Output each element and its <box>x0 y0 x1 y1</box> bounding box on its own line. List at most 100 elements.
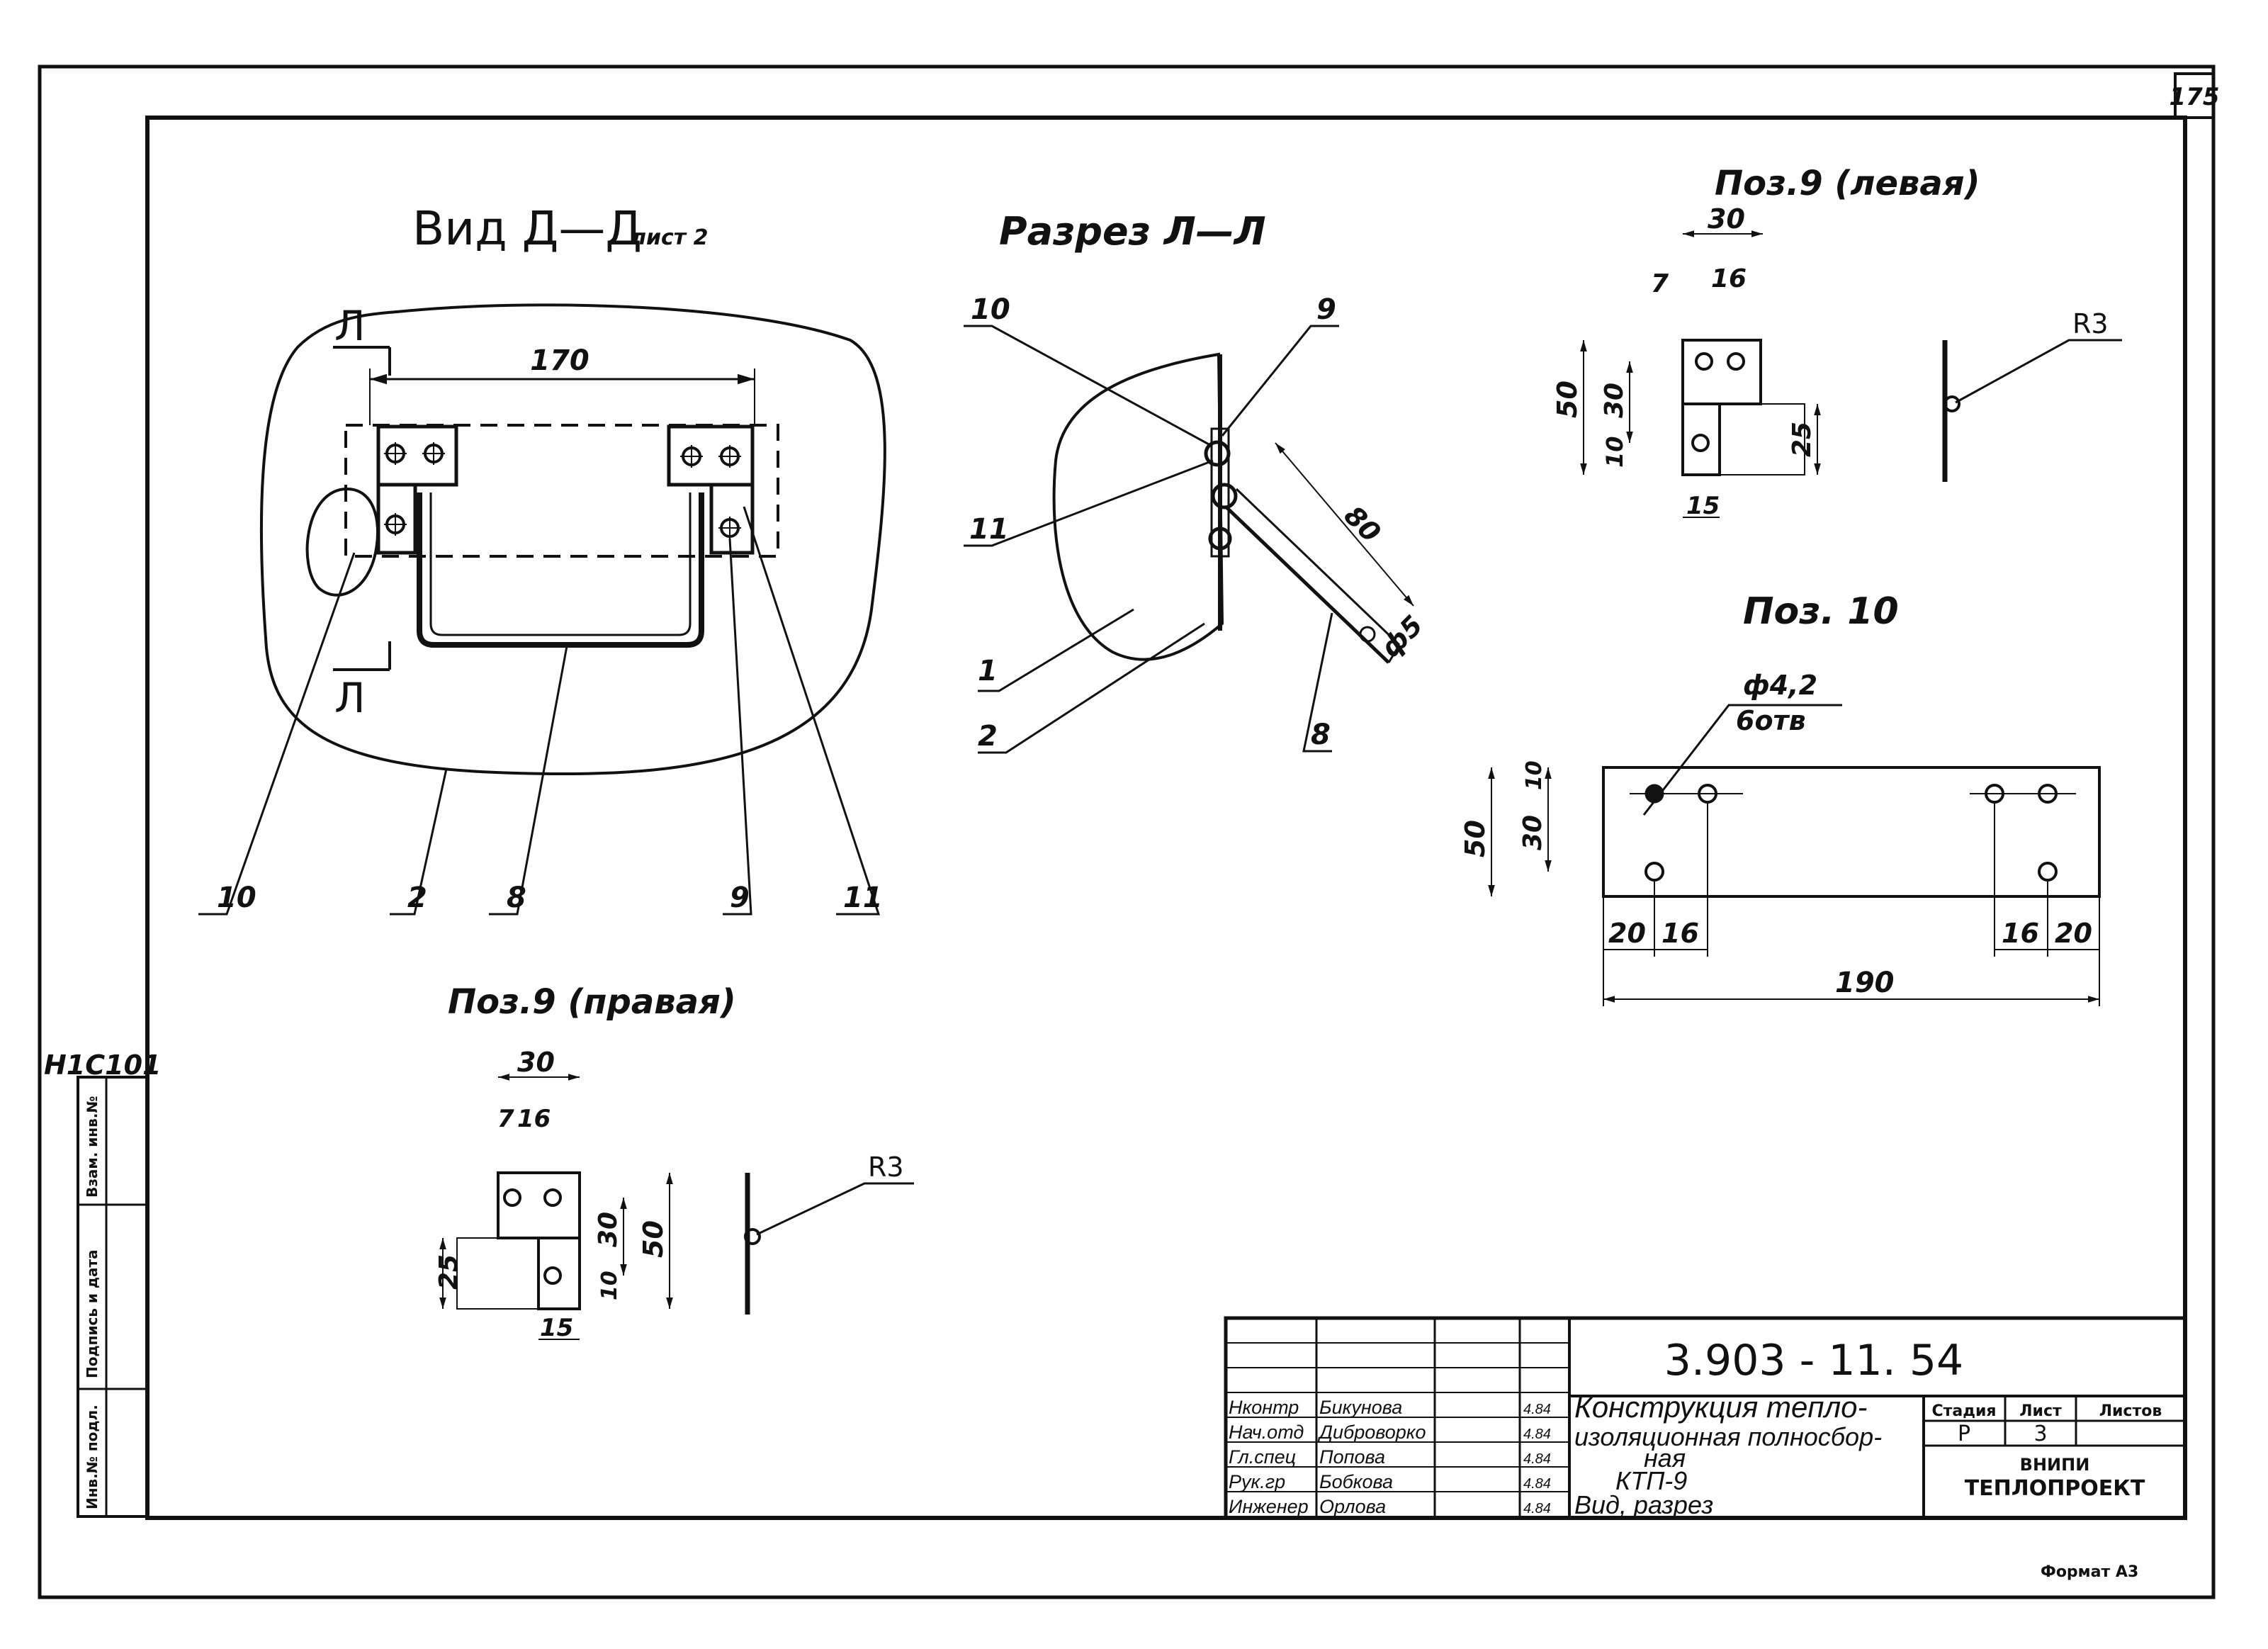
pos9l-dim-50: 50 <box>1552 381 1583 418</box>
pos9-right-title: Поз.9 (правая) <box>448 982 736 1022</box>
person-role-0: Нконтр <box>1229 1397 1299 1418</box>
person-role-1: Нач.отд <box>1229 1422 1304 1443</box>
section-mark-bottom: Л <box>334 674 366 722</box>
callout-10: 10 <box>217 882 256 914</box>
pos9r-dim-7: 7 <box>497 1105 514 1133</box>
person-name-4: Орлова <box>1319 1496 1386 1517</box>
person-name-2: Попова <box>1319 1446 1385 1468</box>
title-block: 3.903 - 11. 54 Нконтр Бикунова 4.84 Нач.… <box>1224 1316 2187 1520</box>
pos9l-dim-30: 30 <box>1708 203 1745 235</box>
person-role-4: Инженер <box>1229 1496 1309 1517</box>
fastener-icon <box>1204 427 1238 558</box>
pos10-dim-190: 190 <box>1835 967 1895 999</box>
title-line-3: КТП-9 <box>1615 1466 1687 1495</box>
pos9-left: Поз.9 (левая) 30 7 16 50 30 10 25 15 R3 <box>1552 164 2122 520</box>
pos9r-dim-25: 25 <box>434 1254 463 1290</box>
inner-frame <box>145 116 2187 1520</box>
view-d-title: Вид Д—Д <box>412 201 642 256</box>
sheet-header: Лист <box>2019 1402 2062 1420</box>
pos9l-dim-7: 7 <box>1651 269 1669 298</box>
stage-value: Р <box>1958 1422 1970 1446</box>
side-stamp-cell-0: Инв.№ подл. <box>84 1405 101 1509</box>
person-date-2: 4.84 <box>1523 1451 1551 1467</box>
view-d-title-ref: лист 2 <box>631 225 708 250</box>
pos9l-dim-30v: 30 <box>1600 383 1629 418</box>
pos9r-radius: R3 <box>868 1152 904 1183</box>
pos9l-dim-25: 25 <box>1788 422 1817 457</box>
pos9l-dim-10: 10 <box>1601 436 1628 468</box>
pos9r-dim-50: 50 <box>638 1220 669 1258</box>
pos9r-dim-16: 16 <box>517 1105 551 1133</box>
dim-80: 80 <box>1338 500 1387 548</box>
pos10-dim-l20: 20 <box>1608 918 1646 949</box>
callout-10-l: 10 <box>971 293 1010 326</box>
callout-2-l: 2 <box>978 720 998 753</box>
person-name-0: Бикунова <box>1319 1397 1402 1418</box>
section-body <box>1052 352 1224 661</box>
side-stamp-cell-1: Подпись и дата <box>84 1249 101 1378</box>
archive-number: H1C101 <box>44 1049 161 1081</box>
pos10-dim-r16: 16 <box>2002 918 2039 949</box>
view-d: Вид Д—Д лист 2 Л Л 170 <box>198 201 886 916</box>
callout-8: 8 <box>507 882 526 914</box>
callout-2: 2 <box>407 882 427 914</box>
title-line-4: Вид, разрез <box>1574 1490 1713 1519</box>
callout-1-l: 1 <box>978 655 998 687</box>
outer-frame <box>38 64 2216 1599</box>
pos9r-dim-15: 15 <box>540 1314 573 1342</box>
pos9-left-title: Поз.9 (левая) <box>1715 164 1980 203</box>
format-label: Формат А3 <box>2041 1563 2138 1581</box>
pos9l-dim-16: 16 <box>1711 264 1747 293</box>
page-number: 175 <box>2170 83 2220 111</box>
pos10: Поз. 10 ф4,2 6отв 50 10 30 20 16 16 <box>1460 590 2101 1006</box>
pos9l-dim-15: 15 <box>1686 492 1720 520</box>
title-line-0: Конструкция тепло- <box>1574 1390 1868 1424</box>
title-line-1: изоляционная полносбор- <box>1574 1422 1882 1451</box>
section-l: Разрез Л—Л 80 ф5 10 9 11 1 2 8 <box>964 209 1429 754</box>
person-date-0: 4.84 <box>1523 1402 1551 1417</box>
pos10-hole-count: 6отв <box>1736 705 1806 736</box>
callout-11: 11 <box>843 882 883 914</box>
person-role-3: Рук.гр <box>1229 1471 1285 1492</box>
pos10-title: Поз. 10 <box>1743 590 1899 633</box>
person-date-3: 4.84 <box>1523 1476 1551 1492</box>
pos10-dim-10: 10 <box>1522 760 1547 790</box>
callout-9: 9 <box>730 882 750 914</box>
hatched-oval <box>305 487 379 597</box>
side-stamp: Инв.№ подл. Подпись и дата Взам. инв.№ <box>77 1076 149 1518</box>
handle <box>417 493 704 648</box>
sheet-value: 3 <box>2033 1422 2047 1446</box>
page-number-box <box>2174 72 2215 119</box>
person-name-1: Диброворко <box>1317 1422 1426 1443</box>
pos10-hole-note: ф4,2 <box>1743 670 1817 701</box>
title-line-2: ная <box>1644 1443 1686 1473</box>
pos9r-dim-10: 10 <box>597 1271 622 1300</box>
stage-header: Стадия <box>1931 1402 1996 1420</box>
org-line-2: ТЕПЛОПРОЕКТ <box>1965 1476 2145 1501</box>
pos10-dim-30: 30 <box>1518 815 1547 850</box>
person-role-2: Гл.спец <box>1229 1446 1296 1468</box>
side-stamp-cell-2: Взам. инв.№ <box>84 1096 101 1198</box>
hole-icon <box>1630 784 2076 882</box>
pos9l-radius: R3 <box>2072 308 2109 339</box>
person-date-1: 4.84 <box>1523 1426 1551 1442</box>
callout-8-l: 8 <box>1311 719 1331 751</box>
callout-9-l: 9 <box>1316 293 1336 326</box>
section-mark-top: Л <box>334 302 366 350</box>
pos10-plate <box>1602 766 2101 898</box>
section-l-title: Разрез Л—Л <box>999 209 1266 254</box>
hidden-panel <box>344 424 779 558</box>
pos9-right: Поз.9 (правая) 30 7 16 50 30 10 25 15 R3 <box>434 982 914 1342</box>
dim-170: 170 <box>530 344 589 377</box>
doc-code: 3.903 - 11. 54 <box>1664 1336 1963 1385</box>
bolt-icon <box>384 442 741 539</box>
org-line-1: ВНИПИ <box>2020 1455 2090 1475</box>
pos9r-dim-30: 30 <box>517 1047 555 1078</box>
insulation-outline <box>259 303 886 775</box>
pos10-dim-l16: 16 <box>1661 918 1699 949</box>
callout-11-l: 11 <box>969 513 1009 546</box>
person-name-3: Бобкова <box>1319 1471 1393 1492</box>
pos9r-dim-30v: 30 <box>594 1212 623 1247</box>
person-date-4: 4.84 <box>1523 1501 1551 1516</box>
